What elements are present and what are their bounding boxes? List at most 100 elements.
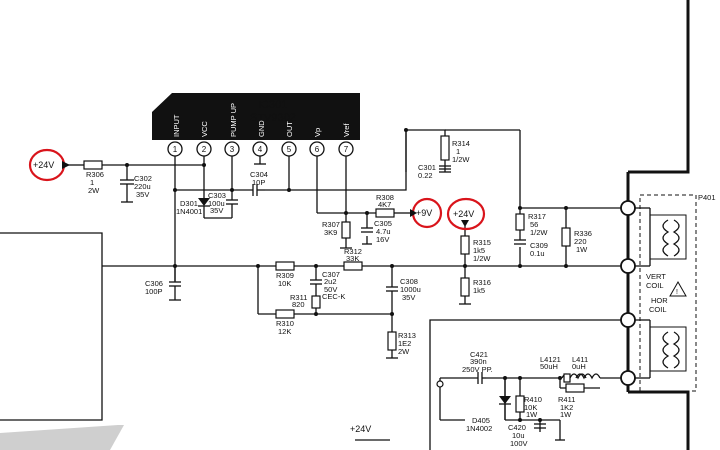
label-d301: D301 xyxy=(180,199,198,208)
label-r306: R306 xyxy=(86,170,104,179)
r308-body xyxy=(375,208,395,218)
vert-coil-2: COIL xyxy=(646,281,664,290)
component-labels: R306 1 2W C302 220u 35V C303 100u 35V C3… xyxy=(86,139,592,448)
value-c302: 220u xyxy=(134,182,151,191)
label-c309: C309 xyxy=(530,241,548,250)
rating-r306: 2W xyxy=(88,186,100,195)
p401-ref: P401 xyxy=(698,193,716,202)
label-r309: R309 xyxy=(276,271,294,280)
junctions xyxy=(125,128,568,422)
pin-num-1: 1 xyxy=(173,145,178,154)
value-c421: 390n xyxy=(470,357,487,366)
rating-c308: 35V xyxy=(402,293,415,302)
value-c303: 100u xyxy=(208,199,225,208)
r306-body xyxy=(83,160,103,170)
pin-label-vref: Vref xyxy=(342,123,351,137)
value-r315: 1k5 xyxy=(473,246,485,255)
r411-body xyxy=(565,383,585,393)
value-r312: 33K xyxy=(346,254,359,263)
label-r313: R313 xyxy=(398,331,416,340)
diodes xyxy=(198,198,511,420)
r310-body xyxy=(275,309,295,319)
ic-part: STV9302 xyxy=(250,112,296,124)
r312-body xyxy=(343,261,363,271)
rating-c305: 16V xyxy=(376,235,389,244)
label-c305: C305 xyxy=(374,219,392,228)
rating-r314: 1/2W xyxy=(452,155,470,164)
label-r411: R411 xyxy=(558,395,575,404)
label-r308: R308 xyxy=(376,193,394,202)
pin-num-2: 2 xyxy=(202,145,207,154)
pin-label-out: OUT xyxy=(285,121,294,137)
value-r307: 3K9 xyxy=(324,228,337,237)
rating-r410: 1W xyxy=(526,410,538,419)
rating-c307: 50V xyxy=(324,285,337,294)
label-c421: C421 xyxy=(470,350,488,359)
label-r410: R410 xyxy=(524,395,542,404)
value-d405: 1N4002 xyxy=(466,424,492,433)
rail-24v-bottom: +24V xyxy=(350,424,371,434)
label-r312: R312 xyxy=(344,247,362,256)
pin-num-7: 7 xyxy=(344,145,349,154)
r315-body xyxy=(460,235,470,255)
r317-body xyxy=(515,213,525,231)
rating-c421: 250V PP. xyxy=(462,365,493,374)
value-r313: 1E2 xyxy=(398,339,411,348)
label-c304: C304 xyxy=(250,170,268,179)
rating-r317: 1/2W xyxy=(530,228,548,237)
r410-body xyxy=(515,395,525,413)
r314-body xyxy=(440,135,450,161)
value-c306: 100P xyxy=(145,287,163,296)
value-c309: 0.1u xyxy=(530,249,545,258)
value-r317: 56 xyxy=(530,220,538,229)
label-c307: C307 xyxy=(322,270,340,279)
pin-label-input: INPUT xyxy=(172,114,181,137)
r311-body xyxy=(311,295,321,309)
value-r411: 1K2 xyxy=(560,403,573,412)
label-c303: C303 xyxy=(208,191,226,200)
pin-label-pump-up: PUMP UP xyxy=(229,103,238,137)
rail-24v-input: +24V xyxy=(33,160,54,170)
hor-coil-2: COIL xyxy=(649,305,667,314)
rating-r313: 2W xyxy=(398,347,410,356)
label-r314: R314 xyxy=(452,139,470,148)
l411-coil xyxy=(575,373,601,380)
label-c306: C306 xyxy=(145,279,163,288)
ic-ref: IC301 xyxy=(258,99,287,111)
label-l4121: L4121 xyxy=(540,355,561,364)
pin-num-6: 6 xyxy=(315,145,320,154)
rail-labels: +24V +9V +24V +24V xyxy=(28,148,486,434)
resistors xyxy=(83,135,585,413)
r307-body xyxy=(341,221,351,239)
pin-label-vcc: VCC xyxy=(200,121,209,137)
rating-c302: 35V xyxy=(136,190,149,199)
label-d405: D405 xyxy=(472,416,490,425)
rating-r336: 1W xyxy=(576,245,588,254)
label-c308: C308 xyxy=(400,277,418,286)
ic-pins: 1 2 3 4 5 6 7 xyxy=(167,141,354,157)
label-c301: C301 xyxy=(418,163,436,172)
inductors xyxy=(436,373,601,388)
rating-r411: 1W xyxy=(560,410,572,419)
value-d301: 1N4001 xyxy=(176,207,202,216)
connector-p401: ! P401 VERT COIL HOR COIL xyxy=(620,193,716,392)
label-r336: R336 xyxy=(574,229,592,238)
r316-body xyxy=(460,277,470,297)
r336-body xyxy=(561,227,571,247)
r309-body xyxy=(275,261,295,271)
pin-num-3: 3 xyxy=(230,145,235,154)
label-r310: R310 xyxy=(276,319,294,328)
warning-glyph: ! xyxy=(676,289,678,296)
ic301: IC301 STV9302 INPUT VCC PUMP UP GND OUT … xyxy=(152,93,360,157)
label-l411: L411 xyxy=(572,355,588,364)
pin-num-5: 5 xyxy=(287,145,292,154)
label-r307: R307 xyxy=(322,220,340,229)
label-c420: C420 xyxy=(508,423,526,432)
value-r314: 1 xyxy=(456,147,460,156)
label-r316: R316 xyxy=(473,278,491,287)
hor-coil-1: HOR xyxy=(651,296,668,305)
label-r315: R315 xyxy=(473,238,491,247)
value-c301: 0.22 xyxy=(418,171,433,180)
rail-24v-mid-highlight xyxy=(446,197,486,231)
value-r306: 1 xyxy=(90,178,94,187)
